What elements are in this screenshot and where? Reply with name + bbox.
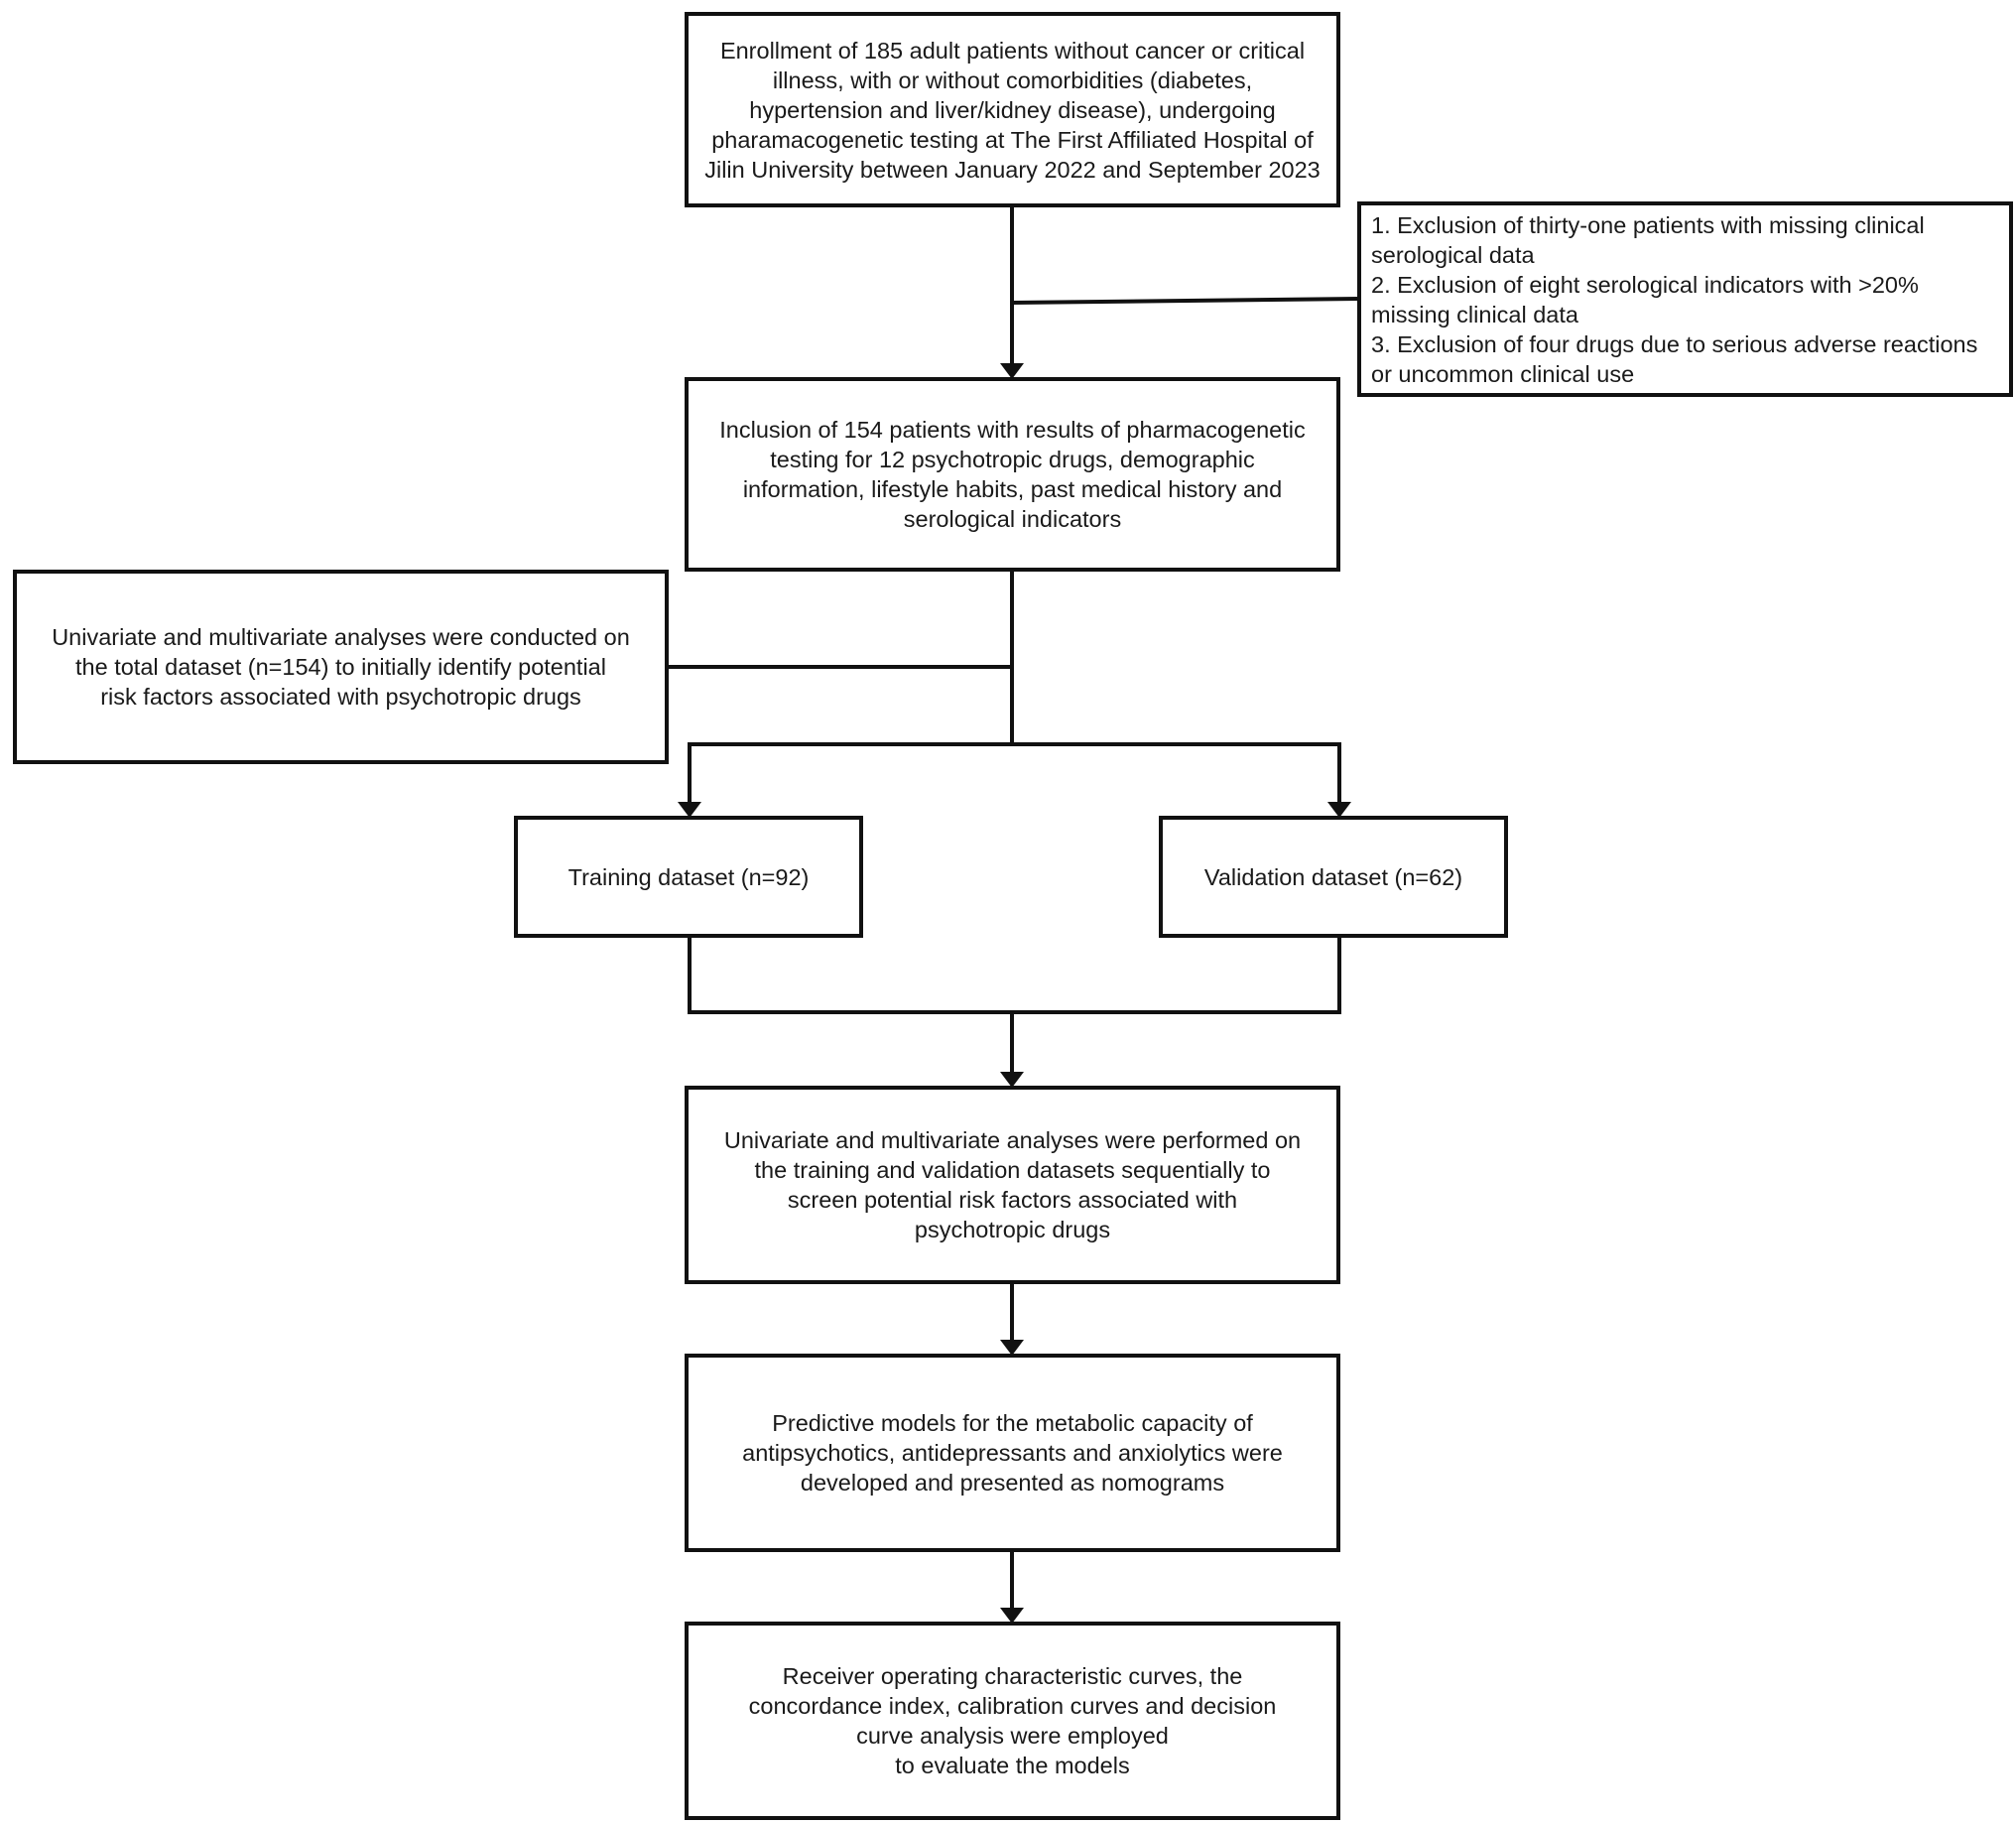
enrollment-line: hypertension and liver/kidney disease), … — [749, 96, 1276, 123]
exclusion-line: or uncommon clinical use — [1371, 360, 1635, 387]
exclusion-line: 1. Exclusion of thirty-one patients with… — [1371, 211, 1925, 238]
connector-exclusion-branch — [1011, 297, 1360, 305]
evaluation-line: to evaluate the models — [895, 1753, 1130, 1778]
predictive-models-line: Predictive models for the metabolic capa… — [772, 1410, 1253, 1436]
sequential-analysis-box: Univariate and multivariate analyses wer… — [685, 1086, 1340, 1284]
evaluation-line: Receiver operating characteristic curves… — [782, 1663, 1243, 1689]
enrollment-line: illness, with or without comorbidities (… — [772, 66, 1253, 93]
initial-analysis-box: Univariate and multivariate analyses wer… — [13, 570, 669, 764]
exclusion-line: serological data — [1371, 241, 1535, 268]
inclusion-line: Inclusion of 154 patients with results o… — [719, 417, 1306, 443]
sequential-analysis-line: psychotropic drugs — [914, 1217, 1111, 1242]
enrollment-line: Enrollment of 185 adult patients without… — [719, 37, 1306, 64]
enrollment-line: Jilin University between January 2022 an… — [704, 156, 1321, 183]
training-dataset-box: Training dataset (n=92) — [514, 816, 863, 938]
arrowhead-validation — [1327, 802, 1351, 818]
arrowhead-inclusion — [1000, 363, 1024, 379]
initial-analysis-line: risk factors associated with psychotropi… — [100, 684, 581, 710]
enrollment-line: pharamacogenetic testing at The First Af… — [711, 126, 1314, 153]
inclusion-line: serological indicators — [903, 506, 1122, 532]
predictive-models-box: Predictive models for the metabolic capa… — [685, 1354, 1340, 1552]
evaluation-line: curve analysis were employed — [856, 1723, 1169, 1749]
inclusion-box: Inclusion of 154 patients with results o… — [685, 377, 1340, 572]
evaluation-line: concordance index, calibration curves an… — [748, 1693, 1277, 1719]
exclusion-box: 1. Exclusion of thirty-one patients with… — [1357, 201, 2013, 397]
exclusion-line: 3. Exclusion of four drugs due to seriou… — [1371, 330, 1978, 357]
sequential-analysis-line: screen potential risk factors associated… — [787, 1187, 1238, 1213]
inclusion-line: information, lifestyle habits, past medi… — [742, 476, 1283, 502]
validation-dataset-box: Validation dataset (n=62) — [1159, 816, 1508, 938]
arrowhead-models — [1000, 1340, 1024, 1356]
arrowhead-training — [678, 802, 701, 818]
initial-analysis-line: Univariate and multivariate analyses wer… — [52, 624, 630, 650]
initial-analysis-line: the total dataset (n=154) to initially i… — [75, 654, 606, 680]
exclusion-line: missing clinical data — [1371, 301, 1578, 327]
training-dataset-label: Training dataset (n=92) — [567, 863, 810, 890]
evaluation-box: Receiver operating characteristic curves… — [685, 1622, 1340, 1820]
sequential-analysis-line: Univariate and multivariate analyses wer… — [723, 1127, 1302, 1153]
arrowhead-sequential-analysis — [1000, 1072, 1024, 1088]
arrowhead-evaluation — [1000, 1608, 1024, 1624]
predictive-models-line: antipsychotics, antidepressants and anxi… — [742, 1440, 1283, 1466]
exclusion-line: 2. Exclusion of eight serological indica… — [1371, 271, 1919, 298]
predictive-models-line: developed and presented as nomograms — [800, 1470, 1225, 1496]
enrollment-box: Enrollment of 185 adult patients without… — [685, 12, 1340, 207]
sequential-analysis-line: the training and validation datasets seq… — [754, 1157, 1271, 1183]
inclusion-line: testing for 12 psychotropic drugs, demog… — [770, 447, 1255, 472]
validation-dataset-label: Validation dataset (n=62) — [1203, 863, 1463, 890]
